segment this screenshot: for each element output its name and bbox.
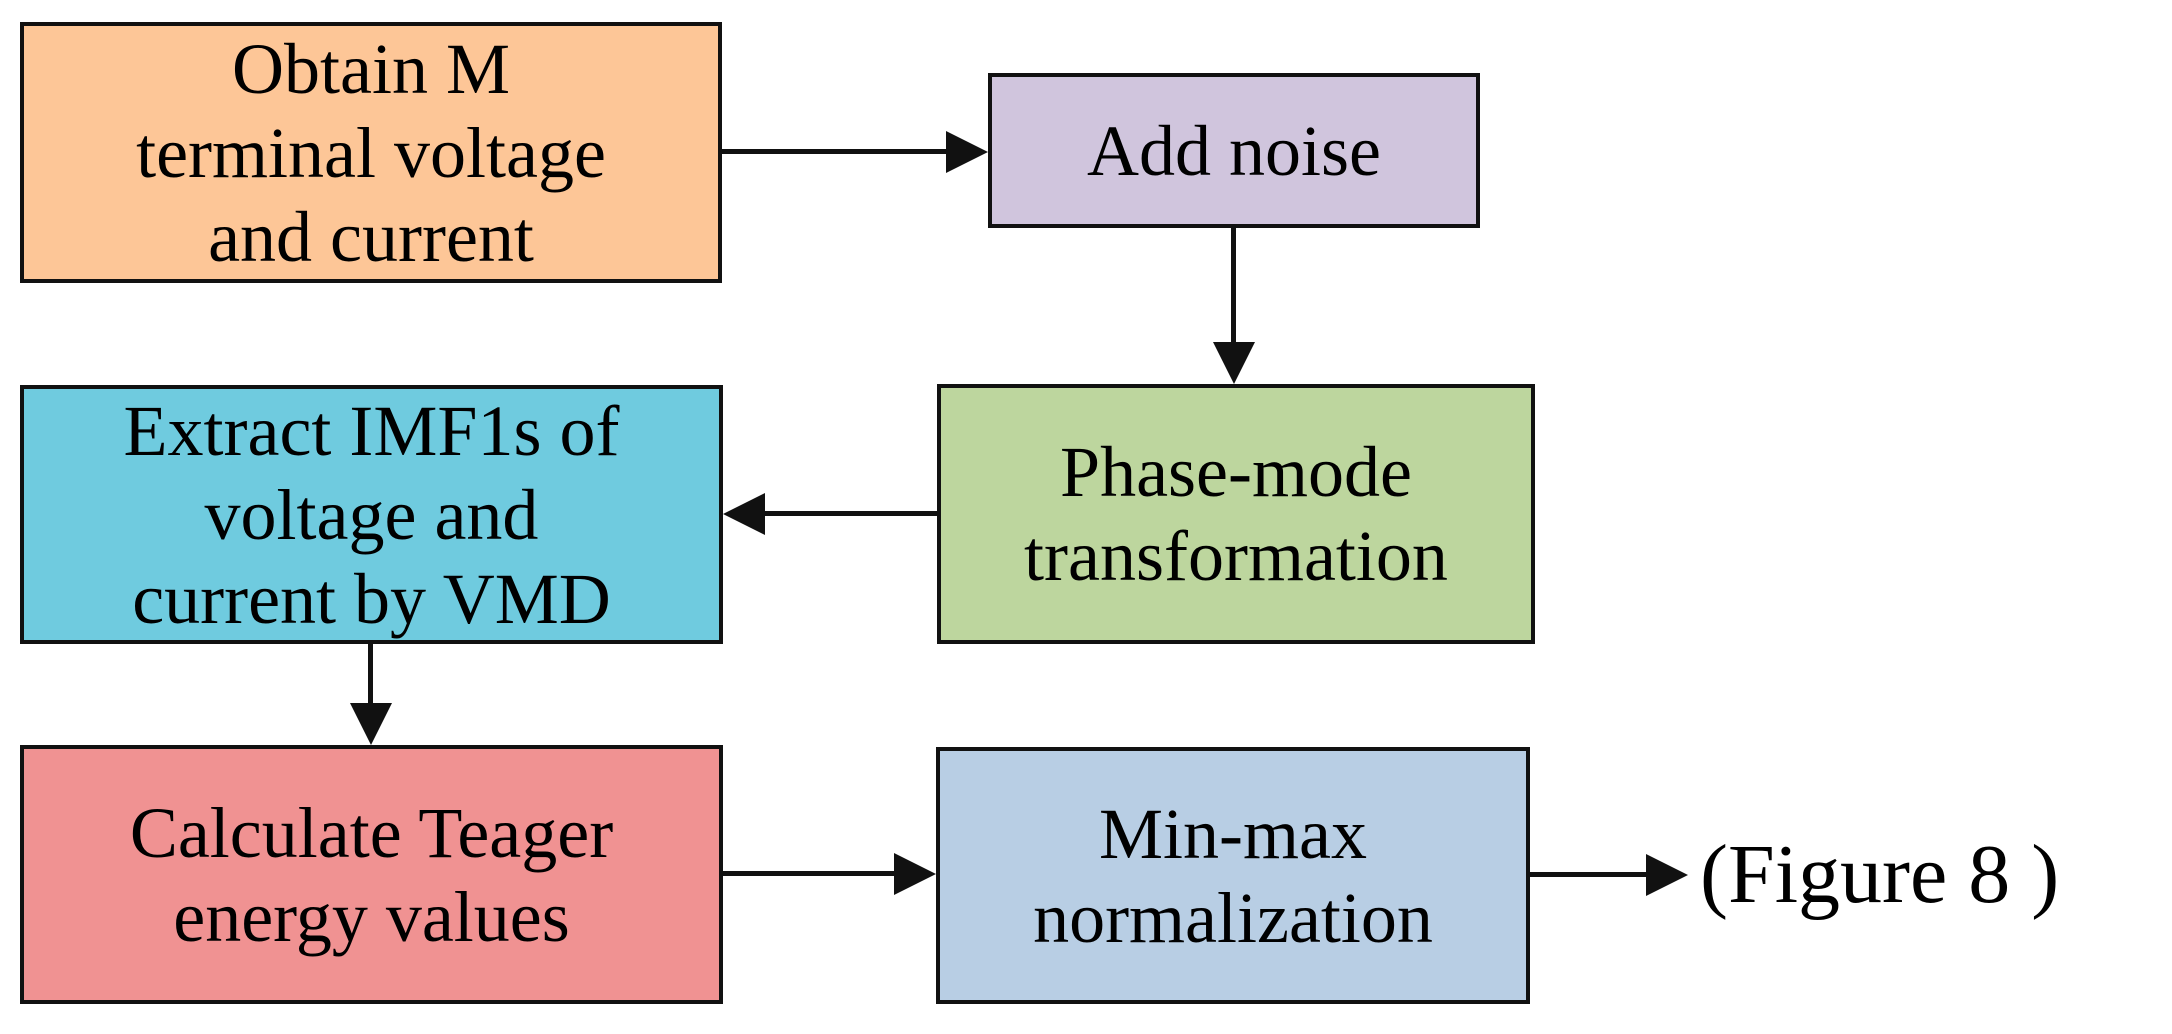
node-phase-mode-transformation: Phase-mode transformation: [937, 384, 1535, 644]
arrowhead-left-icon: [723, 493, 765, 535]
node-calculate-teager-energy: Calculate Teager energy values: [20, 745, 723, 1004]
arrowhead-down-icon: [350, 703, 392, 745]
arrow-min-max-to-figure-8: [1530, 854, 1688, 896]
arrow-obtain-to-add-noise: [722, 131, 988, 173]
arrow-add-noise-to-phase-mode: [1213, 228, 1255, 384]
node-obtain-terminal-voltage-current: Obtain M terminal voltage and current: [20, 22, 722, 283]
arrow-extract-to-teager: [350, 644, 392, 745]
arrowhead-down-icon: [1213, 342, 1255, 384]
arrow-stem: [1231, 228, 1236, 342]
node-extract-imf1s-vmd: Extract IMF1s of voltage and current by …: [20, 385, 723, 644]
arrow-stem: [765, 511, 937, 516]
node-min-max-normalization: Min-max normalization: [936, 747, 1530, 1004]
arrowhead-right-icon: [894, 853, 936, 895]
arrow-teager-to-min-max: [723, 853, 936, 895]
figure-8-output-label: (Figure 8 ): [1700, 828, 2060, 921]
arrowhead-right-icon: [1646, 854, 1688, 896]
arrow-phase-mode-to-extract: [723, 493, 937, 535]
node-add-noise: Add noise: [988, 73, 1480, 228]
arrow-stem: [1530, 872, 1646, 877]
arrow-stem: [368, 644, 373, 703]
arrowhead-right-icon: [946, 131, 988, 173]
arrow-stem: [723, 871, 894, 876]
arrow-stem: [722, 149, 946, 154]
